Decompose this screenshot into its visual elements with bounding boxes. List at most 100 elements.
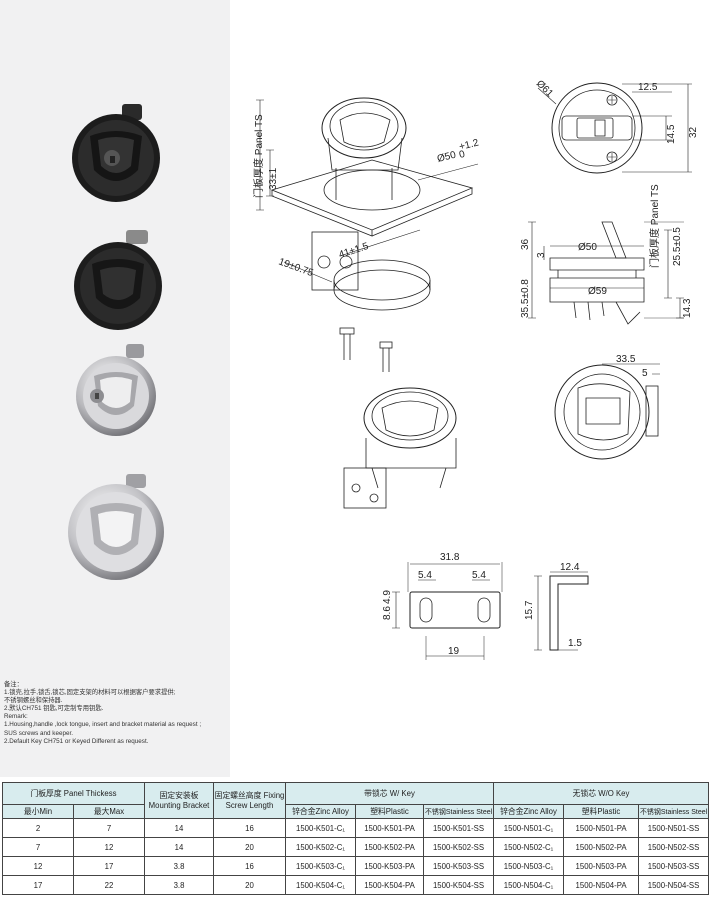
dim-32: 32 <box>688 126 699 138</box>
dim-d50-tol-sub: 0 <box>458 149 466 161</box>
cell-max: 7 <box>73 818 145 838</box>
dim-36: 36 <box>520 238 531 250</box>
cell-k-zinc: 1500-K501-C₁ <box>285 818 356 838</box>
table-row: 2 7 14 16 1500-K501-C₁ 1500-K501-PA 1500… <box>2 818 710 838</box>
cell-screw: 20 <box>213 875 286 895</box>
cell-min: 17 <box>2 875 74 895</box>
dim-1-5: 1.5 <box>568 638 582 649</box>
dim-8-6: 8.6 <box>382 606 393 620</box>
cell-k-plastic: 1500-K501-PA <box>355 818 424 838</box>
dim-d50-tol: Ø50 <box>436 150 457 165</box>
product-photo-black <box>74 230 162 330</box>
dim-12-5: 12.5 <box>638 82 658 93</box>
dim-35-5: 35.5±0.8 <box>520 279 531 318</box>
spec-table: 门板厚度 Panel Thickess 固定安装板 Mounting Brack… <box>2 782 710 895</box>
table-row: 7 12 14 20 1500-K502-C₁ 1500-K502-PA 150… <box>2 837 710 857</box>
cell-n-plastic: 1500-N504-PA <box>563 875 640 895</box>
dim-d50-tol-sup: +1.2 <box>458 137 480 153</box>
cell-n-zinc: 1500-N501-C₁ <box>493 818 565 838</box>
cell-screw: 16 <box>213 856 286 876</box>
header-min: 最小Min <box>2 804 74 819</box>
remarks-line: Remark: <box>4 713 28 721</box>
dim-33-5: 33.5 <box>616 354 636 365</box>
dim-d50: Ø50 <box>578 242 597 253</box>
product-photo-strip <box>0 0 230 777</box>
cell-k-plastic: 1500-K503-PA <box>355 856 424 876</box>
cell-k-stainless: 1500-K503-SS <box>422 856 495 876</box>
cell-screw: 16 <box>213 818 286 838</box>
cell-k-zinc: 1500-K503-C₁ <box>285 856 356 876</box>
dim-33: 33±1 <box>268 167 279 190</box>
cell-max: 22 <box>73 875 145 895</box>
dim-d61: Ø61 <box>534 78 555 99</box>
header-plastic: 塑料Plastic <box>563 804 640 819</box>
remarks-block: 备注： 1.锁壳,拉手,锁舌,锁芯,固定支架的材料可以根据客户要求提供; 不锈钢… <box>4 681 232 746</box>
side-section-drawing <box>528 221 684 325</box>
remarks-line: 2.默认CH751 钥匙,可定制专用钥匙. <box>4 705 104 713</box>
remarks-line: 1.Housing,handle ,lock tongue, insert an… <box>4 721 202 729</box>
dim-41: 41±1.5 <box>338 241 371 261</box>
isometric-assembly-drawing <box>256 97 479 372</box>
table-row: 12 17 3.8 16 1500-K503-C₁ 1500-K503-PA 1… <box>2 856 710 876</box>
header-zinc-alloy: 锌合金Zinc Alloy <box>285 804 356 819</box>
housing-exploded-drawing <box>343 387 457 509</box>
header-stainless-steel: 不锈钢Stainless Steel <box>422 804 495 819</box>
cell-bracket: 14 <box>144 837 214 857</box>
dim-15-7: 15.7 <box>524 600 535 620</box>
dim-3: 3 <box>536 252 547 258</box>
header-with-key: 带锁芯 W/ Key <box>284 782 495 805</box>
header-without-key: 无锁芯 W/O Key <box>493 782 710 805</box>
cell-n-stainless: 1500-N502-SS <box>638 837 710 857</box>
cell-k-stainless: 1500-K501-SS <box>422 818 495 838</box>
dim-d59: Ø59 <box>588 286 607 297</box>
remarks-line: SUS screws and keeper. <box>4 729 73 737</box>
cell-n-plastic: 1500-N501-PA <box>563 818 640 838</box>
cell-k-stainless: 1500-K502-SS <box>422 837 495 857</box>
cell-n-stainless: 1500-N501-SS <box>638 818 710 838</box>
header-zinc-alloy: 锌合金Zinc Alloy <box>493 804 565 819</box>
cell-max: 17 <box>73 856 145 876</box>
header-fixing-screw-length: 固定螺丝高度 Fixing Screw Length <box>213 782 286 819</box>
dim-12-4: 12.4 <box>560 562 580 573</box>
remarks-line: 不锈钢螺丝和保持器. <box>4 697 63 705</box>
cell-n-zinc: 1500-N504-C₁ <box>493 875 565 895</box>
dim-5-4-left: 5.4 <box>418 570 432 581</box>
cell-n-zinc: 1500-N503-C₁ <box>493 856 565 876</box>
header-max: 最大Max <box>73 804 145 819</box>
cell-n-stainless: 1500-N503-SS <box>638 856 710 876</box>
dim-panel-ts-left: 门板厚度 Panel TS <box>252 114 265 198</box>
cell-n-plastic: 1500-N503-PA <box>563 856 640 876</box>
cell-k-zinc: 1500-K504-C₁ <box>285 875 356 895</box>
header-stainless-steel: 不锈钢Stainless Steel <box>638 804 710 819</box>
bracket-front-drawing <box>392 562 503 660</box>
cell-k-plastic: 1500-K504-PA <box>355 875 424 895</box>
dim-4-9: 4.9 <box>382 590 393 604</box>
bracket-side-drawing <box>534 571 589 651</box>
remarks-title: 备注： <box>4 681 23 688</box>
cell-k-zinc: 1500-K502-C₁ <box>285 837 356 857</box>
cell-min: 12 <box>2 856 74 876</box>
dim-19: 19±0.75 <box>277 256 315 279</box>
cell-bracket: 3.8 <box>144 856 214 876</box>
dim-5-4-right: 5.4 <box>472 570 486 581</box>
cell-min: 7 <box>2 837 74 857</box>
top-view-drawing <box>537 82 692 174</box>
table-row: 17 22 3.8 20 1500-K504-C₁ 1500-K504-PA 1… <box>2 875 710 895</box>
drawing-canvas: 门板厚度 Panel TS 33±1 19±0.75 41±1.5 Ø50 +1… <box>252 78 699 660</box>
technical-drawings: 门板厚度 Panel TS 33±1 19±0.75 41±1.5 Ø50 +1… <box>232 0 710 680</box>
dim-5: 5 <box>642 368 648 379</box>
cell-k-stainless: 1500-K504-SS <box>422 875 495 895</box>
rear-view-drawing <box>554 363 660 460</box>
cell-n-stainless: 1500-N504-SS <box>638 875 710 895</box>
cell-k-plastic: 1500-K502-PA <box>355 837 424 857</box>
cell-bracket: 3.8 <box>144 875 214 895</box>
cell-min: 2 <box>2 818 74 838</box>
header-panel-thickness: 门板厚度 Panel Thickess <box>2 782 145 805</box>
dim-31-8: 31.8 <box>440 552 460 563</box>
cell-n-zinc: 1500-N502-C₁ <box>493 837 565 857</box>
remarks-line: 2.Default Key CH751 or Keyed Different a… <box>4 737 149 745</box>
dim-25-5: 25.5±0.5 <box>672 227 683 266</box>
product-photo-chrome <box>68 474 164 580</box>
cell-n-plastic: 1500-N502-PA <box>563 837 640 857</box>
header-mounting-bracket: 固定安装板 Mounting Bracket <box>144 782 214 819</box>
